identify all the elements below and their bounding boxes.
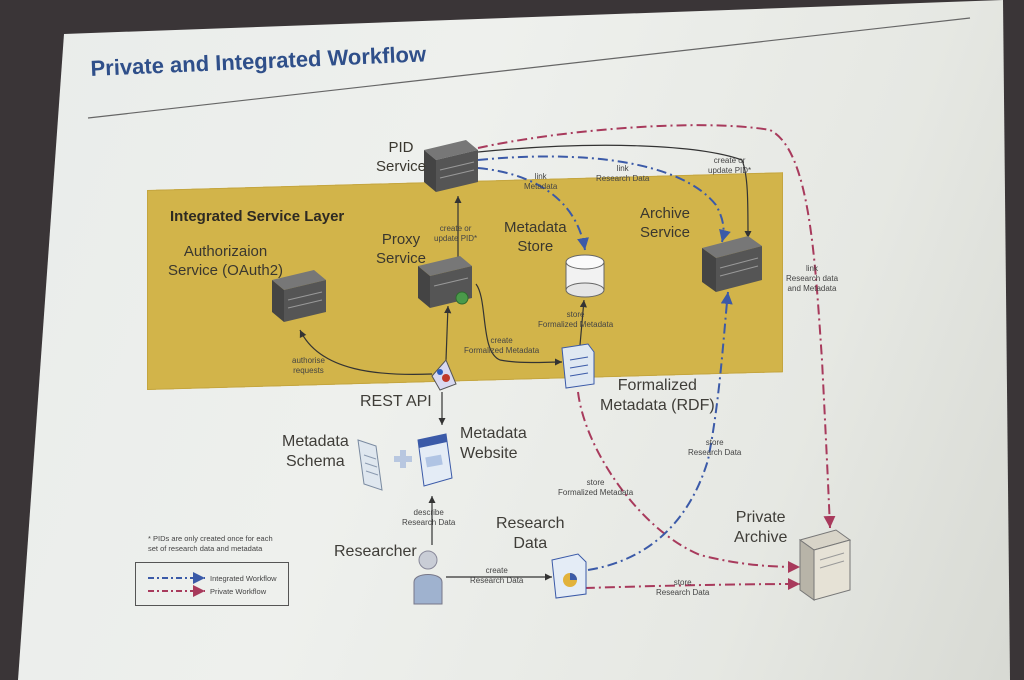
api-to-proxy bbox=[444, 305, 452, 361]
edge-label-create-research: create Research Data bbox=[470, 566, 524, 585]
research-data-label: Research Data bbox=[496, 515, 565, 552]
legend-integrated-label: Integrated Workflow bbox=[210, 574, 277, 583]
formalized-metadata-label: Formalized Metadata (RDF) bbox=[600, 377, 715, 414]
private-archive-computer-icon bbox=[798, 529, 852, 601]
archive-to-pid bbox=[477, 144, 752, 239]
metadata-website-icon bbox=[417, 433, 453, 487]
formalized-to-store bbox=[579, 299, 587, 346]
rest-api-label: REST API bbox=[360, 393, 432, 410]
integrated-pid-link-research bbox=[477, 155, 731, 243]
title-rule bbox=[87, 17, 971, 119]
private-data-to-archive bbox=[584, 578, 801, 591]
rest-api-icon bbox=[431, 359, 457, 391]
private-pid-to-archive bbox=[477, 124, 836, 529]
edge-label-create-pid-archive: create or update PID* bbox=[708, 156, 752, 175]
plus-icon bbox=[394, 450, 412, 468]
layer-title: Integrated Service Layer bbox=[170, 208, 345, 225]
legend: Integrated Workflow Private Workflow bbox=[135, 562, 289, 606]
proxy-service-label: Proxy Service bbox=[376, 231, 427, 267]
edge-label-store-research-2: store Research Data bbox=[656, 578, 710, 597]
metadata-schema-label: Metadata Schema bbox=[282, 433, 349, 470]
formalized-metadata-doc-icon bbox=[561, 343, 595, 389]
edge-label-store-formalized-1: store Formalized Metadata bbox=[538, 310, 614, 329]
proxy-to-formalized bbox=[475, 283, 563, 366]
edge-label-store-research-1: store Research Data bbox=[688, 438, 742, 457]
metadata-website-label: Metadata Website bbox=[460, 425, 527, 462]
edge-label-link-metadata: link Metadata bbox=[524, 172, 558, 191]
edge-label-create-pid-proxy: create or update PID* bbox=[434, 224, 478, 243]
api-to-auth bbox=[299, 329, 433, 375]
edge-label-link-both: link Research data and Metadata bbox=[786, 264, 839, 293]
edge-label-store-formalized-2: store Formalized Metadata bbox=[558, 478, 634, 497]
pid-service-label: PID Service bbox=[376, 139, 427, 175]
researcher-person-icon bbox=[413, 550, 443, 605]
archive-server-icon bbox=[702, 236, 762, 292]
research-data-doc-icon bbox=[551, 553, 587, 599]
integrated-data-to-archive bbox=[587, 291, 733, 571]
legend-private-label: Private Workflow bbox=[210, 587, 267, 596]
edge-label-link-research: link Research Data bbox=[596, 164, 650, 183]
pid-server-icon bbox=[424, 140, 478, 192]
proxy-server-icon bbox=[418, 256, 472, 308]
private-archive-label: Private Archive bbox=[734, 509, 788, 546]
metadata-schema-doc-icon bbox=[357, 439, 383, 491]
edge-label-describe: describe Research Data bbox=[402, 508, 456, 527]
edge-label-create-formalized: create Formalized Metadata bbox=[464, 336, 540, 355]
archive-service-label: Archive Service bbox=[640, 205, 691, 241]
integrated-pid-link-metadata bbox=[477, 167, 589, 251]
metadata-store-database-icon bbox=[565, 254, 605, 298]
auth-server-icon bbox=[272, 270, 326, 322]
pid-footnote: * PIDs are only created once for each se… bbox=[148, 534, 273, 553]
auth-service-label: Authorizaion Service (OAuth2) bbox=[168, 243, 284, 279]
researcher-label: Researcher bbox=[334, 543, 417, 560]
edge-label-authorise: authorise requests bbox=[292, 356, 325, 375]
metadata-store-label: Metadata Store bbox=[504, 219, 567, 255]
